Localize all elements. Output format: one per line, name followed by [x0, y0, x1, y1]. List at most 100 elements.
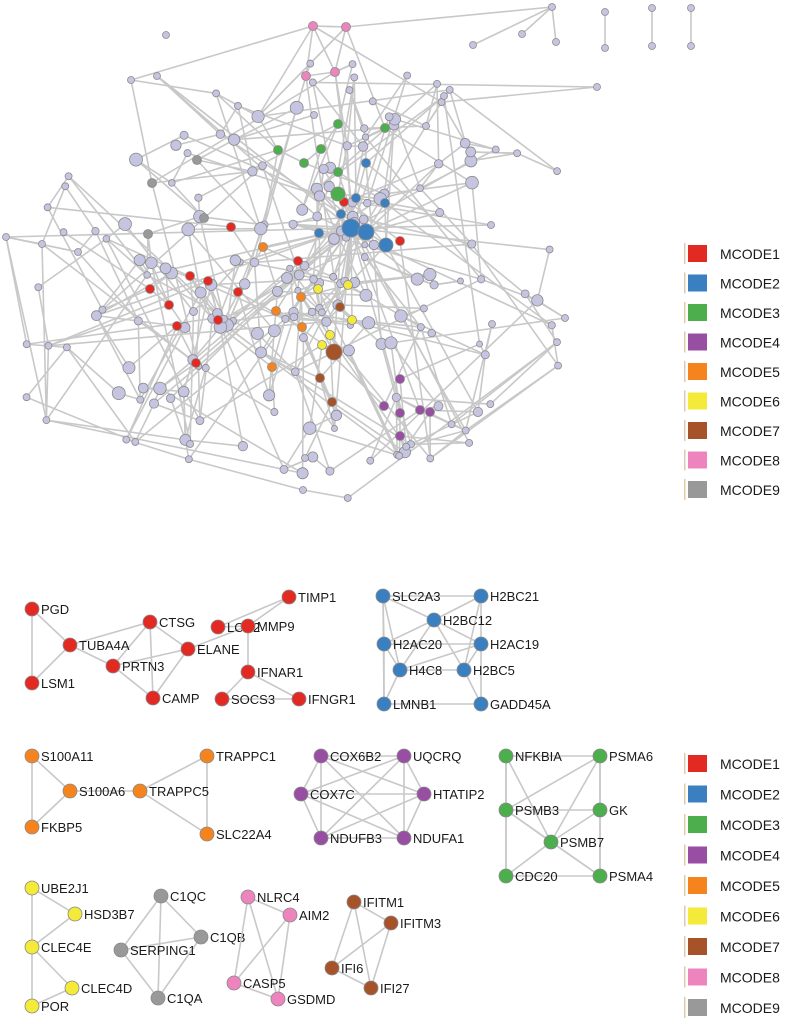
legend-label-mcode2: MCODE2	[720, 787, 780, 803]
network-edge	[364, 75, 408, 138]
network-edge	[66, 346, 136, 443]
network-edge	[130, 79, 153, 184]
gene-label-cdc20: CDC20	[515, 869, 558, 884]
network-node	[360, 253, 369, 261]
network-node	[553, 338, 561, 347]
gene-label-mmp9: MMP9	[257, 619, 295, 634]
network-node	[251, 327, 264, 340]
network-edge	[198, 365, 275, 413]
network-edge	[419, 163, 440, 189]
network-node-mcode7	[315, 373, 325, 383]
network-node	[38, 240, 46, 248]
network-node	[601, 44, 609, 52]
gene-label-cox7c: COX7C	[310, 787, 355, 802]
network-node	[687, 42, 695, 50]
network-edge	[66, 346, 120, 394]
network-node	[127, 76, 135, 84]
network-edge	[41, 186, 66, 245]
network-node	[435, 208, 445, 217]
gene-label-lmnb1: LMNB1	[393, 697, 436, 712]
network-node	[286, 264, 294, 272]
legend-swatch-mcode8	[688, 968, 707, 986]
cluster-edge	[370, 922, 392, 989]
gene-node-ifitm3	[383, 915, 399, 931]
gene-label-trappc1: TRAPPC1	[216, 749, 276, 764]
gene-label-ifitm3: IFITM3	[400, 916, 441, 931]
network-node	[308, 78, 317, 87]
gene-node-prtn3	[105, 658, 121, 674]
network-edge	[147, 215, 201, 235]
network-node	[469, 41, 477, 49]
network-node	[228, 133, 241, 146]
network-node	[323, 180, 335, 193]
network-node-mcode6	[343, 280, 353, 290]
network-node-mcode1	[164, 300, 174, 310]
legend-label-mcode1: MCODE1	[720, 756, 780, 772]
legend-swatch-mcode5	[688, 363, 707, 380]
cluster-edge	[160, 895, 202, 938]
gene-node-s100a6	[62, 783, 78, 799]
legend-divider	[684, 905, 686, 927]
network-node	[143, 271, 151, 279]
network-edge	[48, 304, 170, 347]
network-node-mcode2	[378, 237, 394, 253]
network-node-mcode9	[147, 178, 157, 188]
network-edge	[128, 325, 178, 369]
network-node-mcode4	[415, 405, 425, 415]
legend-divider	[684, 331, 686, 353]
cluster-edge	[403, 793, 425, 839]
network-edge	[95, 315, 141, 401]
network-node	[288, 219, 298, 229]
network-edge	[134, 403, 155, 443]
network-node-mcode4	[425, 407, 435, 417]
network-node	[477, 275, 486, 284]
network-edge	[26, 317, 213, 346]
network-edge	[305, 25, 314, 77]
network-edge	[365, 162, 526, 295]
network-edge	[230, 226, 256, 263]
network-edge	[472, 6, 553, 46]
network-edge	[465, 364, 559, 432]
cluster-edge	[331, 901, 355, 969]
network-node	[177, 385, 190, 398]
network-edge	[294, 371, 336, 429]
network-node	[133, 254, 146, 267]
network-edge	[41, 243, 48, 421]
gene-label-fkbp5: FKBP5	[41, 820, 82, 835]
network-edge	[135, 159, 205, 219]
network-node	[195, 416, 205, 426]
network-node	[170, 139, 182, 151]
network-edge	[302, 337, 333, 403]
network-node-mcode2	[357, 223, 375, 241]
gene-node-h2ac19	[473, 636, 489, 652]
network-node	[111, 386, 126, 401]
network-node-mcode5	[267, 362, 277, 372]
cluster-edge	[31, 790, 71, 828]
legend-swatch-mcode8	[688, 451, 707, 469]
legend-divider	[684, 449, 686, 471]
network-node	[234, 102, 242, 110]
network-edge	[257, 26, 347, 118]
legend-swatch-mcode3	[688, 816, 707, 833]
cluster-edge	[31, 755, 71, 792]
legend-label-mcode7: MCODE7	[720, 939, 780, 955]
network-edge	[146, 274, 218, 314]
cluster-edge	[233, 896, 249, 984]
network-edge	[312, 25, 336, 73]
network-edge	[312, 25, 347, 28]
cluster-edge	[31, 644, 71, 684]
network-edge	[46, 419, 186, 441]
network-node	[2, 233, 10, 241]
gene-label-ctsg: CTSG	[159, 615, 195, 630]
network-edge	[199, 215, 265, 226]
network-node	[410, 272, 424, 286]
gene-node-por	[24, 998, 40, 1014]
network-edge	[333, 227, 352, 429]
network-edge	[521, 6, 553, 35]
legend-divider	[684, 361, 686, 382]
network-edge	[185, 439, 243, 447]
cluster-edge	[433, 619, 465, 671]
network-node	[593, 83, 601, 91]
